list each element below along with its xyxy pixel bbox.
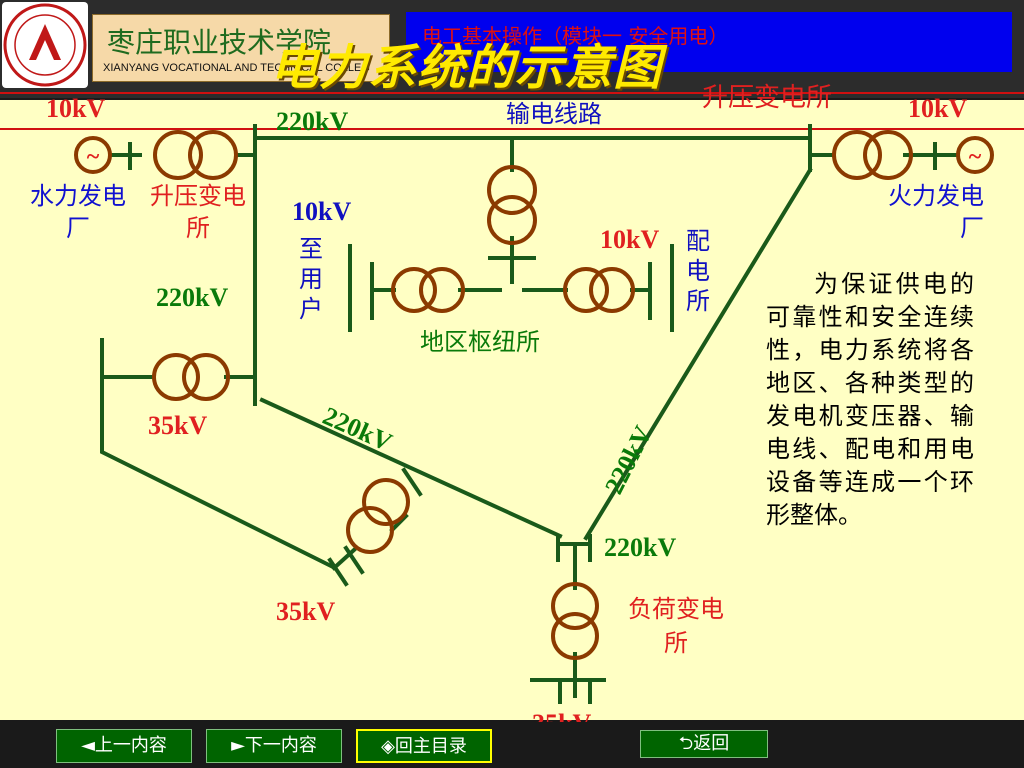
diagram-area — [0, 100, 1024, 720]
to-users-label: 至用户 — [299, 235, 323, 323]
logo-icon — [3, 3, 87, 87]
hydro-generator-icon — [74, 136, 112, 174]
voltage-load-high: 220kV — [604, 533, 677, 562]
voltage-distribution: 10kV — [600, 225, 660, 254]
school-logo — [2, 2, 88, 88]
home-button[interactable]: ◈回主目录 — [356, 729, 492, 763]
voltage-tx-low: 35kV — [276, 597, 336, 626]
thermal-generator-icon — [956, 136, 994, 174]
hydro-plant-label: 水力发电厂 — [30, 182, 126, 242]
voltage-bus-top: 220kV — [276, 107, 349, 136]
prev-button[interactable]: ◄上一内容 — [56, 729, 192, 763]
regional-hub-label: 地区枢纽所 — [420, 328, 540, 356]
school-name-en: XIANYANG VOCATIONAL AND TECHNICAL COLLEG — [103, 62, 370, 74]
load-sub-label: 负荷变电所 — [628, 595, 724, 657]
generator-symbol-right: ~ — [968, 144, 982, 170]
voltage-users: 10kV — [292, 197, 352, 226]
step-up-sub-right-label: 升压变电所 — [702, 83, 833, 113]
back-button[interactable]: ⮌返回 — [640, 730, 768, 758]
transmission-line-label: 输电线路 — [506, 100, 602, 128]
header-divider — [0, 92, 1024, 94]
generator-symbol-left: ~ — [86, 144, 100, 170]
voltage-gen-left: 10kV — [46, 94, 106, 123]
voltage-left-low: 35kV — [148, 411, 208, 440]
school-name-cn: 枣庄职业技术学院 — [107, 26, 332, 59]
voltage-gen-right: 10kV — [908, 94, 968, 123]
voltage-left-mid: 220kV — [156, 283, 229, 312]
step-up-sub-left-label: 升压变电所 — [150, 182, 246, 242]
school-name-panel: 枣庄职业技术学院 XIANYANG VOCATIONAL AND TECHNIC… — [92, 14, 390, 82]
thermal-plant-label: 火力发电厂 — [888, 182, 984, 242]
next-button[interactable]: ►下一内容 — [206, 729, 342, 763]
distribution-sub-label: 配电所 — [686, 227, 710, 315]
module-title: 电工基本操作（模块一 安全用电） — [422, 24, 729, 48]
module-banner: 电工基本操作（模块一 安全用电） — [406, 12, 1012, 72]
description-text: 为保证供电的可靠性和安全连续性，电力系统将各地区、各种类型的发电机变压器、输电线… — [766, 270, 974, 529]
content-rule — [0, 128, 1024, 130]
page-title: 电力系统的示意图 — [270, 40, 663, 96]
